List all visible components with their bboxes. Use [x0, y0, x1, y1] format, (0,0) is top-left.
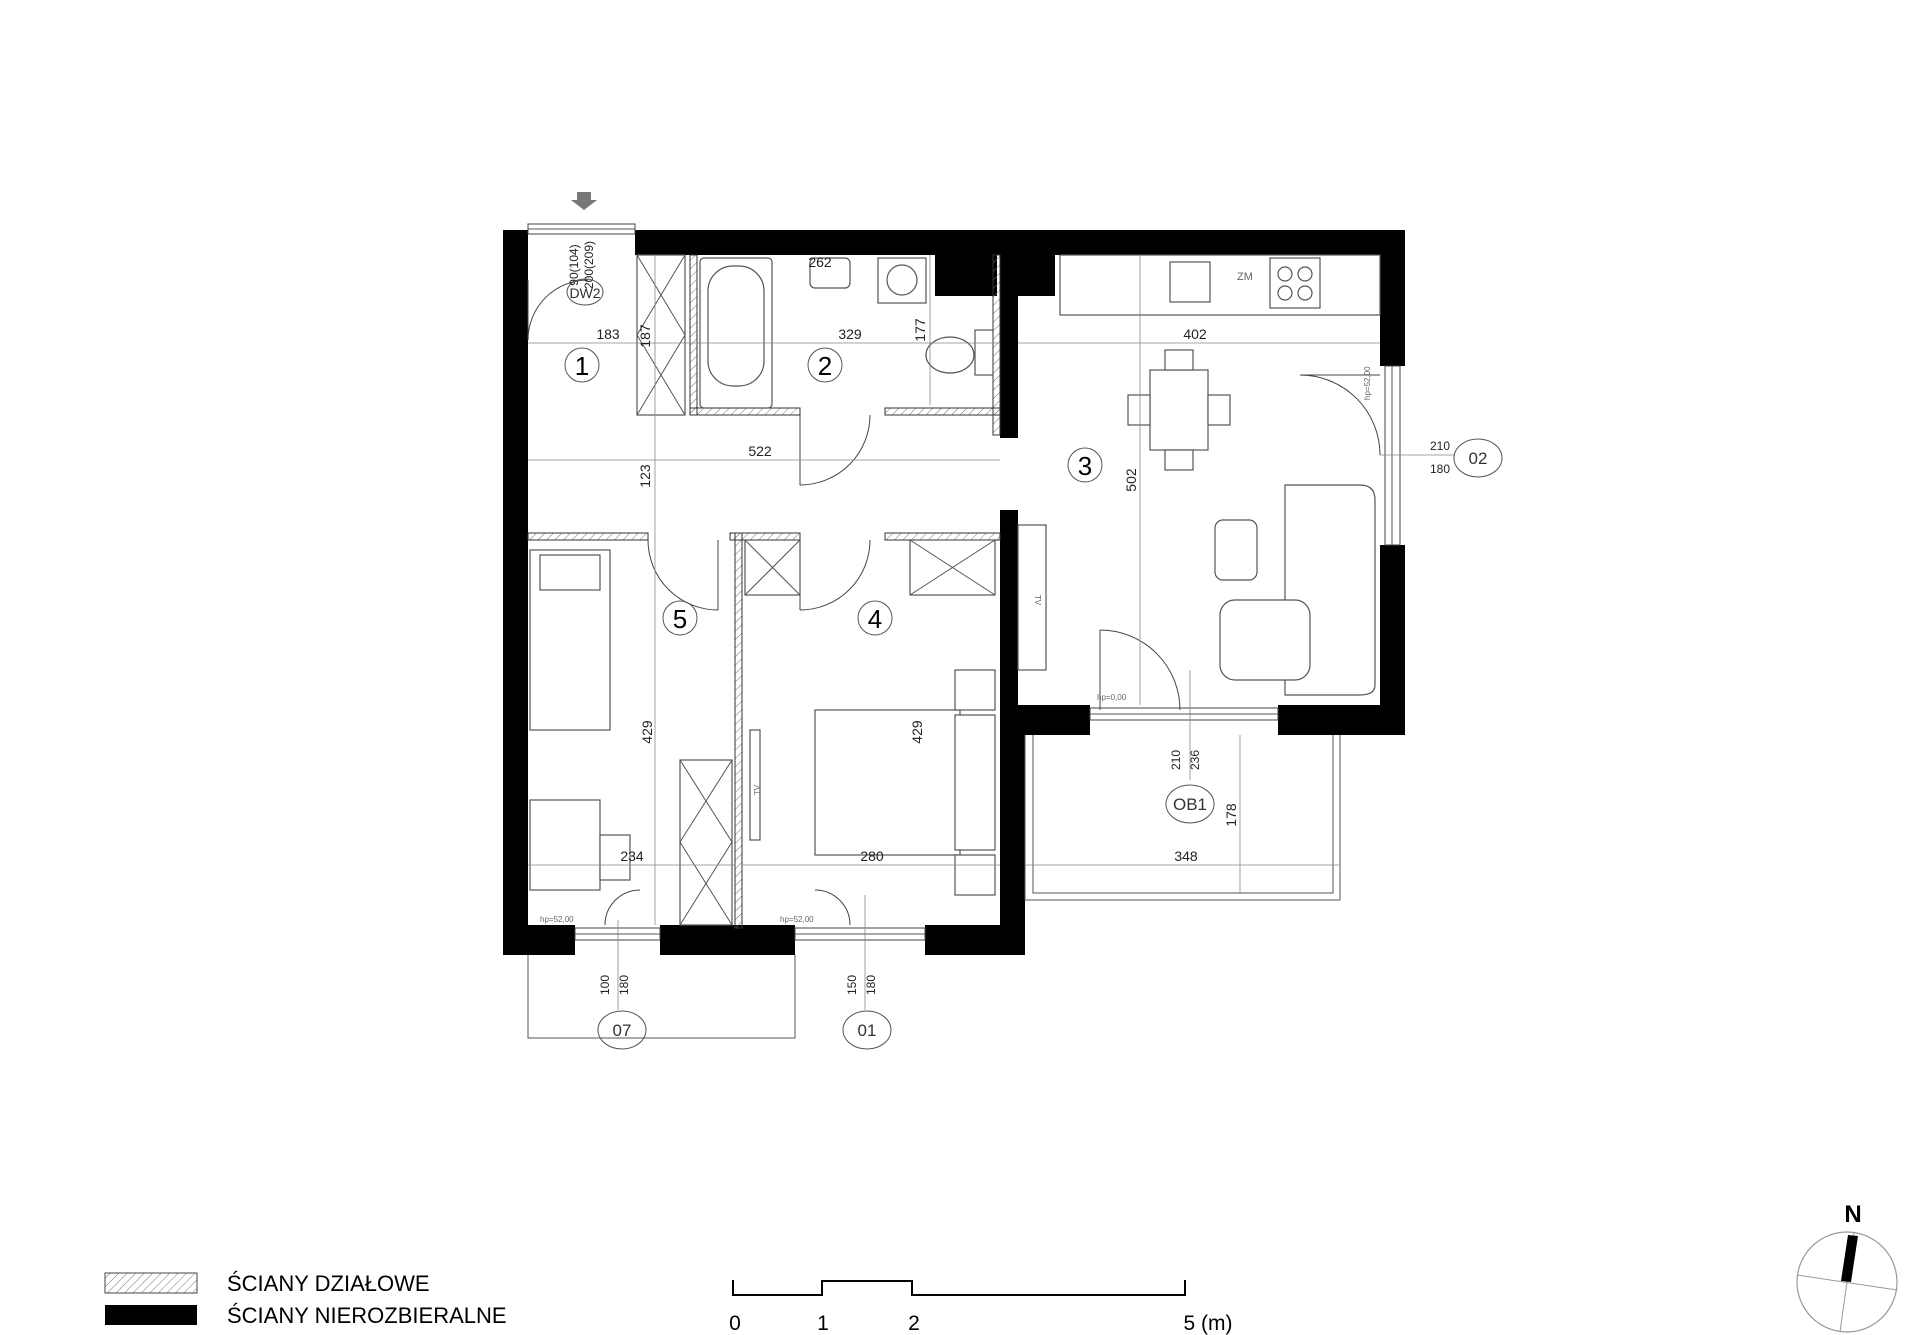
- dim-123: 123: [637, 464, 653, 488]
- tv-label-living: TV: [1033, 595, 1042, 606]
- entry-door-tag: DW2: [569, 285, 600, 301]
- balcony-door-size-bottom: 236: [1188, 750, 1202, 770]
- opening-tags: 90(104) 200(209) DW2 210 180 02 210 236 …: [566, 192, 1503, 1050]
- scale-bar: 0 1 2 5 (m): [729, 1280, 1233, 1335]
- window-02-size-top: 210: [1430, 439, 1450, 453]
- window-07-size-bottom: 180: [617, 975, 631, 995]
- balconies: [527, 735, 1341, 1039]
- north-arrow-icon: [1841, 1235, 1858, 1282]
- scale-label-2: 2: [908, 1312, 920, 1335]
- legend-partition-walls: ŚCIANY DZIAŁOWE: [227, 1271, 430, 1296]
- doors: [527, 279, 1381, 926]
- dim-522: 522: [748, 443, 772, 459]
- height-note-window-07: hp=52,00: [540, 915, 574, 924]
- dim-177: 177: [912, 318, 928, 342]
- furniture: [529, 254, 1381, 926]
- window-07-tag: 07: [613, 1021, 632, 1040]
- dim-429-right: 429: [909, 720, 925, 744]
- dim-178: 178: [1223, 803, 1239, 827]
- compass-circle: [1796, 1231, 1898, 1333]
- north-compass: N: [1796, 1201, 1898, 1333]
- north-label: N: [1844, 1201, 1861, 1228]
- room-number-5: 5: [673, 604, 687, 634]
- room-number-1: 1: [575, 351, 589, 381]
- annotations: hp=0,00 hp=52,00 hp=52,00 hp=52,00 ZM TV…: [540, 271, 1372, 924]
- dimension-values: 183 187 262 329 177 402 522 123 502 429 …: [596, 254, 1239, 864]
- dim-262: 262: [808, 254, 832, 270]
- legend-swatch-partition: [104, 1272, 198, 1294]
- scale-label-0: 0: [729, 1312, 741, 1335]
- room-number-3: 3: [1078, 451, 1092, 481]
- dimension-lines: [528, 255, 1455, 925]
- dim-348: 348: [1174, 848, 1198, 864]
- window-02-size-bottom: 180: [1430, 462, 1450, 476]
- dim-280: 280: [860, 848, 884, 864]
- scale-label-1: 1: [817, 1312, 829, 1335]
- windows: [527, 223, 1401, 941]
- window-01-tag: 01: [858, 1021, 877, 1040]
- window-01-size-top: 150: [845, 975, 859, 995]
- dim-429-left: 429: [639, 720, 655, 744]
- height-note-window-02: hp=52,00: [1363, 366, 1372, 400]
- window-02-tag: 02: [1469, 449, 1488, 468]
- legend-structural-walls: ŚCIANY NIEROZBIERALNE: [227, 1303, 507, 1328]
- entry-arrow-icon: [571, 192, 597, 210]
- height-note-balcony: hp=0,00: [1097, 693, 1127, 702]
- tv-label-bedroom: TV: [753, 784, 762, 795]
- window-01-size-bottom: 180: [864, 975, 878, 995]
- legend-swatch-structural: [105, 1305, 197, 1325]
- entry-size-top: 90(104): [567, 244, 581, 285]
- entry-size-bottom: 200(209): [582, 241, 596, 289]
- dim-187: 187: [637, 324, 653, 348]
- legend: ŚCIANY DZIAŁOWE ŚCIANY NIEROZBIERALNE: [104, 1271, 507, 1328]
- room-labels: 1 2 3 4 5: [564, 347, 1103, 636]
- fridge-label: ZM: [1237, 271, 1253, 283]
- dim-329: 329: [838, 326, 862, 342]
- dim-402: 402: [1183, 326, 1207, 342]
- structural-walls: [503, 230, 1405, 955]
- dim-183: 183: [596, 326, 620, 342]
- balcony-door-size-top: 210: [1169, 750, 1183, 770]
- scale-label-5m: 5 (m): [1184, 1312, 1233, 1335]
- dim-234: 234: [620, 848, 644, 864]
- room-number-2: 2: [818, 351, 832, 381]
- dim-502: 502: [1123, 468, 1139, 492]
- window-07-size-top: 100: [598, 975, 612, 995]
- balcony-door-tag: OB1: [1173, 795, 1207, 814]
- room-number-4: 4: [868, 604, 882, 634]
- height-note-window-01: hp=52,00: [780, 915, 814, 924]
